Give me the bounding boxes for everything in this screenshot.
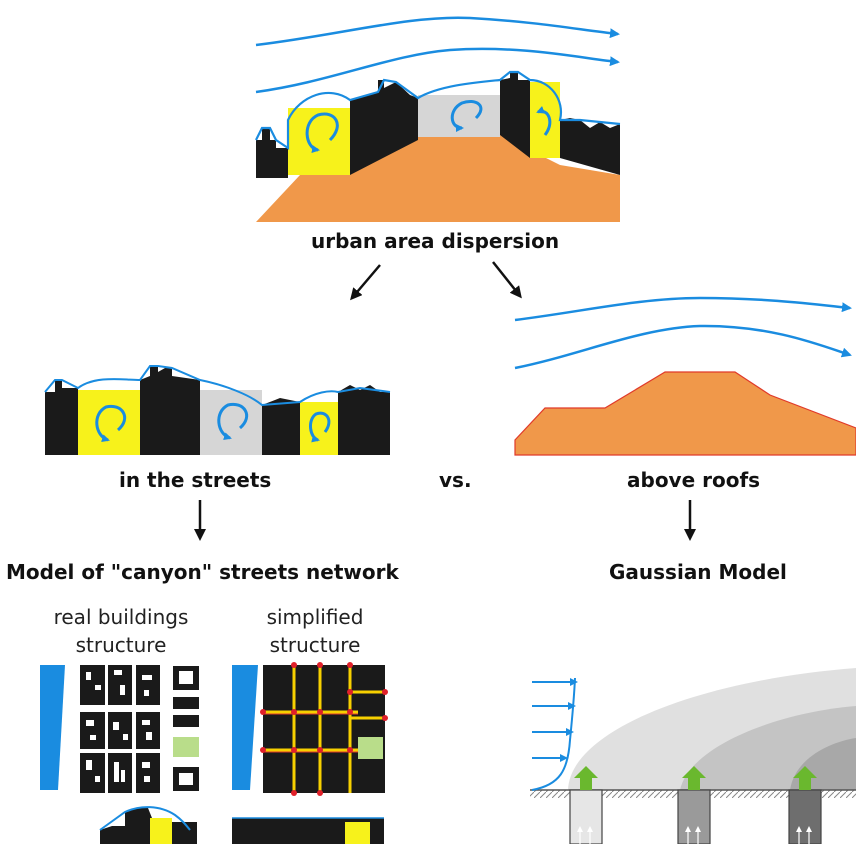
label-gaussian-model: Gaussian Model (609, 560, 787, 584)
real-river (40, 665, 65, 790)
simplified-map (232, 662, 388, 796)
urban-buildings-left (256, 128, 288, 222)
arrow-to-streets (350, 264, 381, 301)
real-park (173, 737, 199, 757)
wind-arrow-top-1 (255, 16, 620, 47)
real-block (136, 753, 160, 793)
streets-building-3 (262, 398, 300, 455)
canyon-up-arrowheads (577, 826, 812, 832)
urban-scene (255, 16, 621, 222)
vortex-arrow-right (536, 106, 552, 136)
bottom-section-partial (99, 806, 384, 844)
label-above-roofs: above roofs (627, 468, 761, 492)
bottom-roofline (99, 806, 191, 831)
street-network (263, 665, 385, 793)
streets-vortex-yellow-2 (300, 402, 338, 455)
real-block (80, 753, 105, 793)
label-real-buildings: real buildings structure (46, 605, 196, 657)
real-block (80, 712, 105, 749)
real-block (108, 753, 132, 793)
canyon-up-arrows (579, 830, 810, 844)
streets-vortex-arrow-1 (95, 404, 127, 443)
label-urban-dispersion: urban area dispersion (311, 229, 560, 253)
emission-arrow-3 (793, 766, 817, 790)
urban-building-mid-right (500, 72, 530, 158)
wind-arrow-top-2 (255, 47, 620, 94)
vortex-grey (418, 95, 500, 137)
simplified-block (263, 665, 385, 793)
real-block-ring-hole (179, 671, 193, 684)
label-real-line1: real buildings (53, 605, 189, 629)
streets-vortex-arrow-2 (217, 402, 249, 441)
urban-building-mid-left (350, 80, 418, 175)
real-block (136, 712, 160, 749)
bottom-buildings-left (100, 808, 160, 844)
label-real-line2: structure (75, 633, 167, 657)
bottom-building-right (172, 822, 197, 844)
real-block-ring-hole (179, 773, 193, 785)
canyon-3 (788, 789, 822, 845)
street-nodes (260, 662, 388, 796)
simplified-river (232, 665, 258, 790)
bottom-yellow (150, 818, 172, 844)
label-simplified-line2: structure (269, 633, 361, 657)
real-block (80, 665, 105, 705)
streets-vortex-grey (200, 390, 262, 455)
real-block-small (173, 697, 199, 709)
street-network-edges (263, 713, 358, 753)
wind-profile-curve (531, 677, 576, 791)
roofline-streets (44, 365, 391, 407)
roofs-ground-profile (514, 371, 856, 456)
streets-building-4 (338, 385, 390, 455)
real-courtyards (86, 670, 152, 782)
real-block-small (173, 715, 199, 727)
canyon-2 (677, 789, 711, 845)
vortex-yellow-left (288, 108, 350, 175)
streets-vortex-arrow-3 (309, 411, 331, 443)
simplified-park (358, 737, 383, 759)
label-simplified: simplified structure (240, 605, 390, 657)
vortex-arrow-grey (450, 100, 483, 132)
real-block (108, 712, 132, 749)
streets-building-2 (140, 366, 200, 455)
label-in-the-streets: in the streets (119, 468, 272, 492)
emission-arrow-2 (682, 766, 706, 790)
label-vs: vs. (439, 468, 472, 492)
arrow-to-roofs (492, 261, 522, 299)
emission-arrow-1 (574, 766, 598, 790)
label-canyon-model: Model of "canyon" streets network (6, 560, 399, 584)
vortex-arrow-left (305, 112, 339, 154)
wind-arrow-roofs-2 (514, 324, 852, 370)
streets-buildings-left (45, 380, 78, 455)
roofline-urban (255, 70, 621, 151)
label-simplified-line1: simplified (266, 605, 364, 629)
gaussian-plume (530, 668, 856, 845)
wind-arrow-roofs-1 (514, 296, 852, 322)
real-block (136, 665, 160, 705)
roofs-scene (514, 296, 856, 456)
streets-vortex-yellow-1 (78, 390, 140, 455)
urban-buildings-right (560, 118, 620, 175)
real-buildings-map (40, 665, 199, 793)
streets-scene (44, 365, 391, 455)
bottom-simplified-yellow (345, 822, 370, 844)
canyon-1 (569, 789, 603, 845)
